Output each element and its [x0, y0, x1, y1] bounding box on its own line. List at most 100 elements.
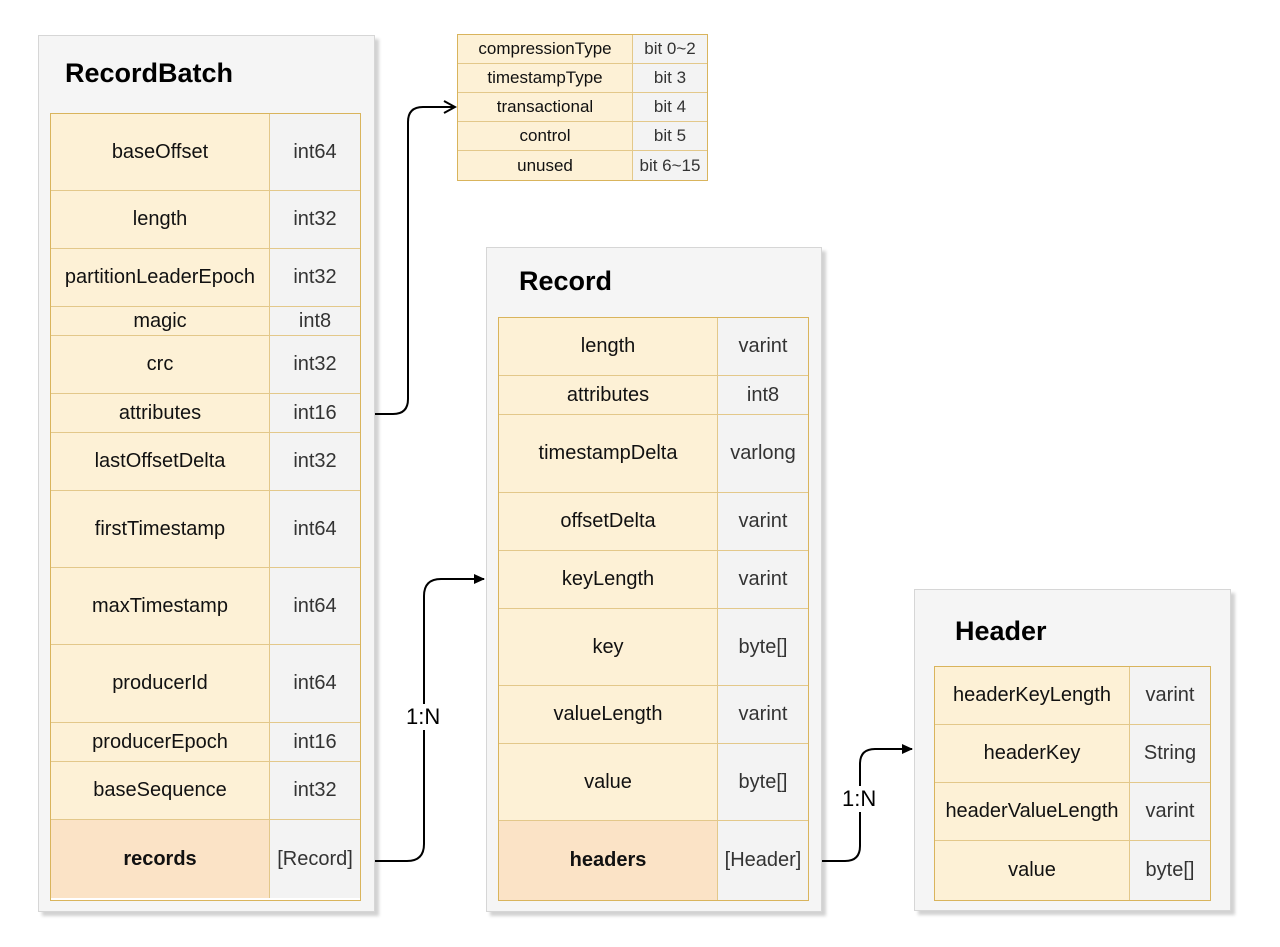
bit-field-name: unused: [458, 151, 633, 180]
field-type: byte[]: [1130, 841, 1210, 900]
field-type: int32: [270, 762, 360, 819]
bit-range: bit 0~2: [633, 35, 707, 63]
field-type: int64: [270, 568, 360, 644]
bit-field-name: timestampType: [458, 64, 633, 92]
field-name: lastOffsetDelta: [51, 433, 270, 490]
attributes-to-bits-connector: [360, 107, 455, 415]
field-type: [Record]: [270, 820, 360, 898]
bit-range: bit 6~15: [633, 151, 707, 180]
bit-range: bit 5: [633, 122, 707, 150]
field-name: valueLength: [499, 686, 718, 743]
field-type: int8: [718, 376, 808, 414]
field-name: firstTimestamp: [51, 491, 270, 567]
field-name: maxTimestamp: [51, 568, 270, 644]
field-type: varint: [718, 318, 808, 375]
field-name: attributes: [499, 376, 718, 414]
field-type: int64: [270, 491, 360, 567]
field-type: int32: [270, 336, 360, 393]
bit-field-name: compressionType: [458, 35, 633, 63]
field-name: baseOffset: [51, 114, 270, 190]
field-type: int64: [270, 114, 360, 190]
field-type: [Header]: [718, 821, 808, 900]
field-name: key: [499, 609, 718, 685]
field-name: crc: [51, 336, 270, 393]
recordbatch-title: RecordBatch: [65, 58, 234, 88]
field-name: records: [51, 820, 270, 898]
field-name: offsetDelta: [499, 493, 718, 550]
field-name: baseSequence: [51, 762, 270, 819]
bit-field-name: transactional: [458, 93, 633, 121]
field-name: value: [935, 841, 1130, 900]
batch-record-cardinality: 1:N: [404, 704, 443, 730]
field-name: headers: [499, 821, 718, 900]
field-name: length: [51, 191, 270, 248]
field-name: attributes: [51, 394, 270, 432]
field-type: varint: [1130, 667, 1210, 724]
field-name: value: [499, 744, 718, 820]
field-name: timestampDelta: [499, 415, 718, 492]
record-header-cardinality: 1:N: [840, 786, 879, 812]
field-type: int32: [270, 433, 360, 490]
field-name: headerKey: [935, 725, 1130, 782]
field-type: varlong: [718, 415, 808, 492]
field-type: int16: [270, 723, 360, 761]
field-name: producerEpoch: [51, 723, 270, 761]
field-name: length: [499, 318, 718, 375]
header-title: Header: [955, 616, 1047, 646]
field-name: partitionLeaderEpoch: [51, 249, 270, 306]
field-name: headerValueLength: [935, 783, 1130, 840]
table-row: headers[Header]: [499, 821, 808, 900]
field-name: magic: [51, 307, 270, 335]
bit-range: bit 3: [633, 64, 707, 92]
field-type: int32: [270, 191, 360, 248]
field-type: varint: [718, 551, 808, 608]
field-type: byte[]: [718, 744, 808, 820]
field-type: int16: [270, 394, 360, 432]
field-type: varint: [1130, 783, 1210, 840]
bit-range: bit 4: [633, 93, 707, 121]
field-type: varint: [718, 686, 808, 743]
field-type: int64: [270, 645, 360, 722]
field-type: varint: [718, 493, 808, 550]
bit-field-name: control: [458, 122, 633, 150]
field-type: String: [1130, 725, 1210, 782]
field-type: int8: [270, 307, 360, 335]
field-name: producerId: [51, 645, 270, 722]
table-row: records[Record]: [51, 820, 360, 898]
field-name: headerKeyLength: [935, 667, 1130, 724]
record-title: Record: [519, 266, 613, 296]
